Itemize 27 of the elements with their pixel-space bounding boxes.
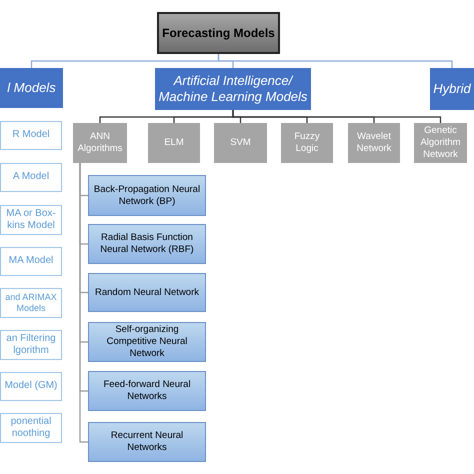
network-box: Feed-forward Neural Networks — [88, 371, 206, 411]
category-box: l Models — [0, 68, 63, 108]
model-box: MA or Box- kins Model — [0, 205, 62, 235]
connector-line — [232, 110, 442, 123]
model-box: an Filtering lgorithm — [0, 330, 62, 360]
method-box: ANN Algorithms — [73, 123, 127, 163]
network-box: Self-organizing Competitive Neural Network — [88, 322, 206, 362]
network-box: Back-Propagation Neural Network (BP) — [88, 175, 206, 216]
model-box: ponential noothing — [0, 413, 62, 443]
method-box: ELM — [148, 123, 200, 163]
method-box: Wavelet Network — [348, 123, 400, 163]
model-box: MA Model — [0, 247, 62, 276]
connector-line — [79, 163, 88, 443]
model-box: A Model — [0, 163, 62, 192]
connector-line — [218, 54, 453, 68]
method-box: Genetic Algorithm Network — [414, 123, 467, 163]
model-box: and ARIMAX Models — [0, 288, 62, 318]
network-box: Random Neural Network — [88, 273, 206, 312]
method-box: Fuzzy Logic — [281, 123, 333, 163]
model-box: R Model — [0, 121, 62, 150]
model-box: Model (GM) — [0, 372, 62, 401]
network-box: Radial Basis Function Neural Network (RBF) — [88, 224, 206, 264]
root-box: Forecasting Models — [157, 12, 280, 54]
category-box: Artificial Intelligence/ Machine Learning Models — [155, 68, 311, 110]
method-box: SVM — [214, 123, 267, 163]
category-box: Hybrid — [430, 68, 474, 110]
network-box: Recurrent Neural Networks — [88, 422, 206, 462]
